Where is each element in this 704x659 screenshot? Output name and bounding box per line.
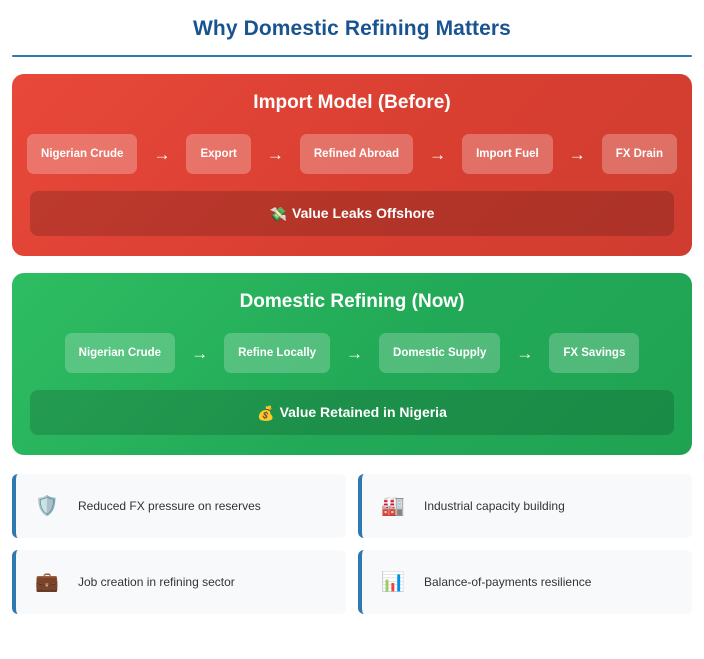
flow-step-chip: Domestic Supply xyxy=(379,333,501,373)
benefit-label: Reduced FX pressure on reserves xyxy=(78,499,261,513)
briefcase-icon: 💼 xyxy=(35,571,59,593)
domestic-refining-title: Domestic Refining (Now) xyxy=(239,291,465,312)
arrow-right-icon: → xyxy=(516,343,534,363)
domestic-refining-flow: Nigerian Crude → Refine Locally → Domest… xyxy=(30,333,674,373)
arrow-right-icon: → xyxy=(266,144,284,164)
arrow-right-icon: → xyxy=(568,144,586,164)
title-divider xyxy=(12,55,692,57)
import-model-summary-bar: 💸Value Leaks Offshore xyxy=(30,191,674,236)
domestic-refining-panel: Domestic Refining (Now) Nigerian Crude →… xyxy=(12,273,692,455)
import-model-title: Import Model (Before) xyxy=(253,92,451,113)
arrow-right-icon: → xyxy=(429,144,447,164)
shield-icon: 🛡️ xyxy=(35,495,59,517)
domestic-refining-summary-label: Value Retained in Nigeria xyxy=(279,404,447,420)
arrow-right-icon: → xyxy=(191,343,209,363)
import-model-panel: Import Model (Before) Nigerian Crude → E… xyxy=(12,74,692,256)
import-model-flow: Nigerian Crude → Export → Refined Abroad… xyxy=(27,134,677,174)
benefit-label: Industrial capacity building xyxy=(424,499,565,513)
arrow-right-icon: → xyxy=(153,144,171,164)
flow-step-chip: Import Fuel xyxy=(462,134,553,174)
flow-step-chip: Export xyxy=(186,134,251,174)
benefits-grid: 🛡️ Reduced FX pressure on reserves 🏭 Ind… xyxy=(12,474,692,614)
flow-step-chip: Refine Locally xyxy=(224,333,331,373)
bar-chart-icon: 📊 xyxy=(381,571,405,593)
benefit-card: 💼 Job creation in refining sector xyxy=(12,550,346,614)
benefit-card: 📊 Balance-of-payments resilience xyxy=(358,550,692,614)
money-bag-icon: 💰 xyxy=(257,405,275,421)
flow-step-chip: FX Savings xyxy=(549,333,640,373)
flow-step-chip: Refined Abroad xyxy=(299,134,414,174)
benefit-label: Balance-of-payments resilience xyxy=(424,575,592,589)
flow-step-chip: Nigerian Crude xyxy=(64,333,176,373)
flow-step-chip: FX Drain xyxy=(601,134,677,174)
flow-step-chip: Nigerian Crude xyxy=(27,134,138,174)
money-with-wings-icon: 💸 xyxy=(269,206,288,222)
benefit-card: 🛡️ Reduced FX pressure on reserves xyxy=(12,474,346,538)
benefit-label: Job creation in refining sector xyxy=(78,575,235,589)
arrow-right-icon: → xyxy=(346,343,364,363)
header: Why Domestic Refining Matters xyxy=(0,0,704,57)
import-model-summary-label: Value Leaks Offshore xyxy=(292,205,435,221)
domestic-refining-summary-bar: 💰Value Retained in Nigeria xyxy=(30,390,674,435)
benefit-card: 🏭 Industrial capacity building xyxy=(358,474,692,538)
factory-icon: 🏭 xyxy=(381,495,405,517)
page-title: Why Domestic Refining Matters xyxy=(193,17,511,40)
